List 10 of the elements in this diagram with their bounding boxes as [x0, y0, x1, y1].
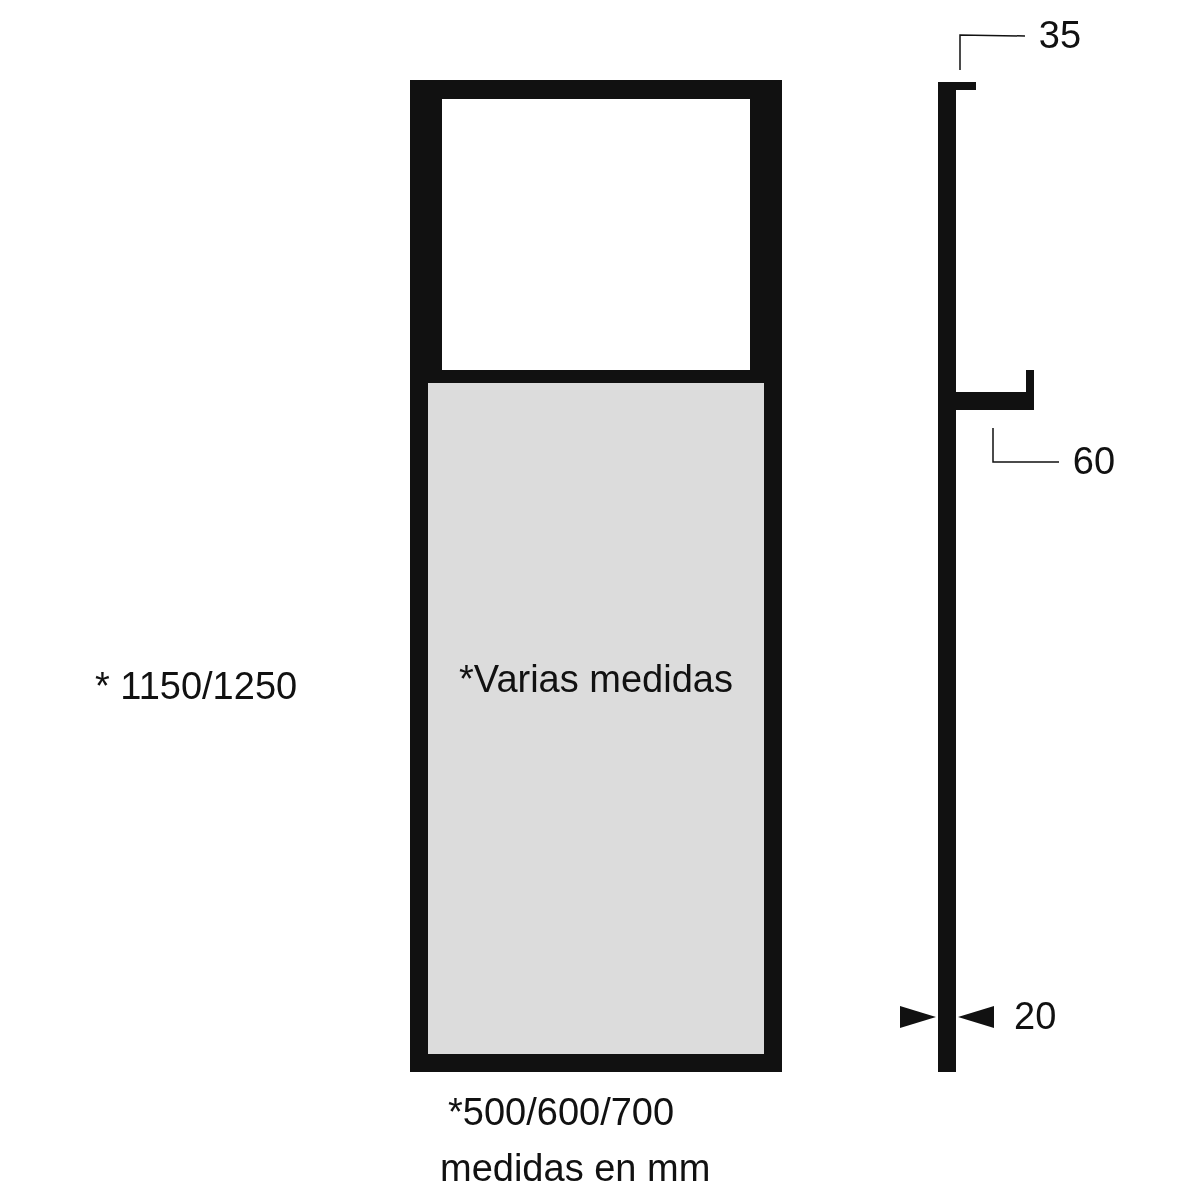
dimension-label: 20	[1014, 996, 1057, 1038]
unit-note: medidas en mm	[440, 1148, 711, 1190]
leader-line	[992, 427, 1060, 463]
dimension-label: *500/600/700	[448, 1092, 675, 1134]
dimension-label: * 1150/1250	[95, 666, 298, 708]
glass-panel	[428, 383, 764, 1054]
leader-line	[959, 34, 1026, 71]
dimension-label: 60	[1072, 440, 1116, 482]
panel-text: *Varias medidas	[459, 658, 733, 700]
dimension-label: 35	[1038, 14, 1082, 56]
